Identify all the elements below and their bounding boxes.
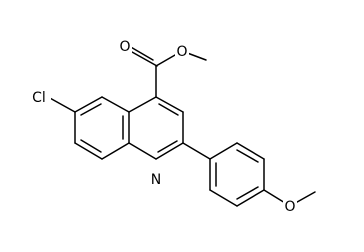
- bond-c5-c6-double: [74, 96, 103, 113]
- methoxy-oxygen-label-bg: [283, 198, 297, 215]
- nitrogen-atom-label: N: [151, 172, 161, 188]
- bond-c4a-c4: [128, 96, 157, 113]
- bond-c7-c8-double: [74, 142, 103, 160]
- bond-ph2-ph3-double: [236, 142, 265, 160]
- bond-ph1-ph2: [209, 142, 238, 160]
- bond-c4-c3-double: [155, 96, 184, 113]
- chlorine-label-bg: [27, 88, 51, 105]
- carbonyl-oxygen-atom-label: O: [119, 39, 130, 55]
- bond-c5-c6-inner: [80, 103, 102, 116]
- bond-ph2-ph3-inner: [236, 149, 259, 163]
- bond-c8-c8a: [101, 142, 130, 160]
- bond-ph5-ph6: [209, 189, 238, 207]
- bond-ph4-ph5-inner: [236, 186, 259, 200]
- ester-oxygen-atom-label: O: [176, 44, 187, 60]
- bond-carbonyl-double-a: [131, 51, 158, 67]
- bond-carbonyl-double-b: [128, 45, 154, 61]
- bond-c2-phenyl: [182, 142, 211, 160]
- ester-oxygen-label-bg: [175, 43, 189, 60]
- bonds: [47, 45, 316, 207]
- bond-c2-n1-inner: [157, 140, 178, 153]
- bond-c2-n1-double: [155, 142, 184, 160]
- bond-c7-c8-inner: [80, 139, 102, 153]
- bond-c4-c3-inner: [158, 103, 179, 116]
- bond-c6-chlorine: [47, 96, 76, 113]
- bond-n1-c8a: [128, 142, 157, 160]
- nitrogen-label-bg: [149, 171, 163, 188]
- carbonyl-oxygen-label-bg: [118, 38, 132, 55]
- atom-labels: Cl N O O O: [27, 38, 297, 215]
- bond-c4a-c5: [101, 96, 130, 113]
- methoxy-oxygen-atom-label: O: [284, 199, 295, 215]
- chlorine-atom-label: Cl: [32, 90, 46, 106]
- bond-ph4-ph5-double: [236, 189, 265, 207]
